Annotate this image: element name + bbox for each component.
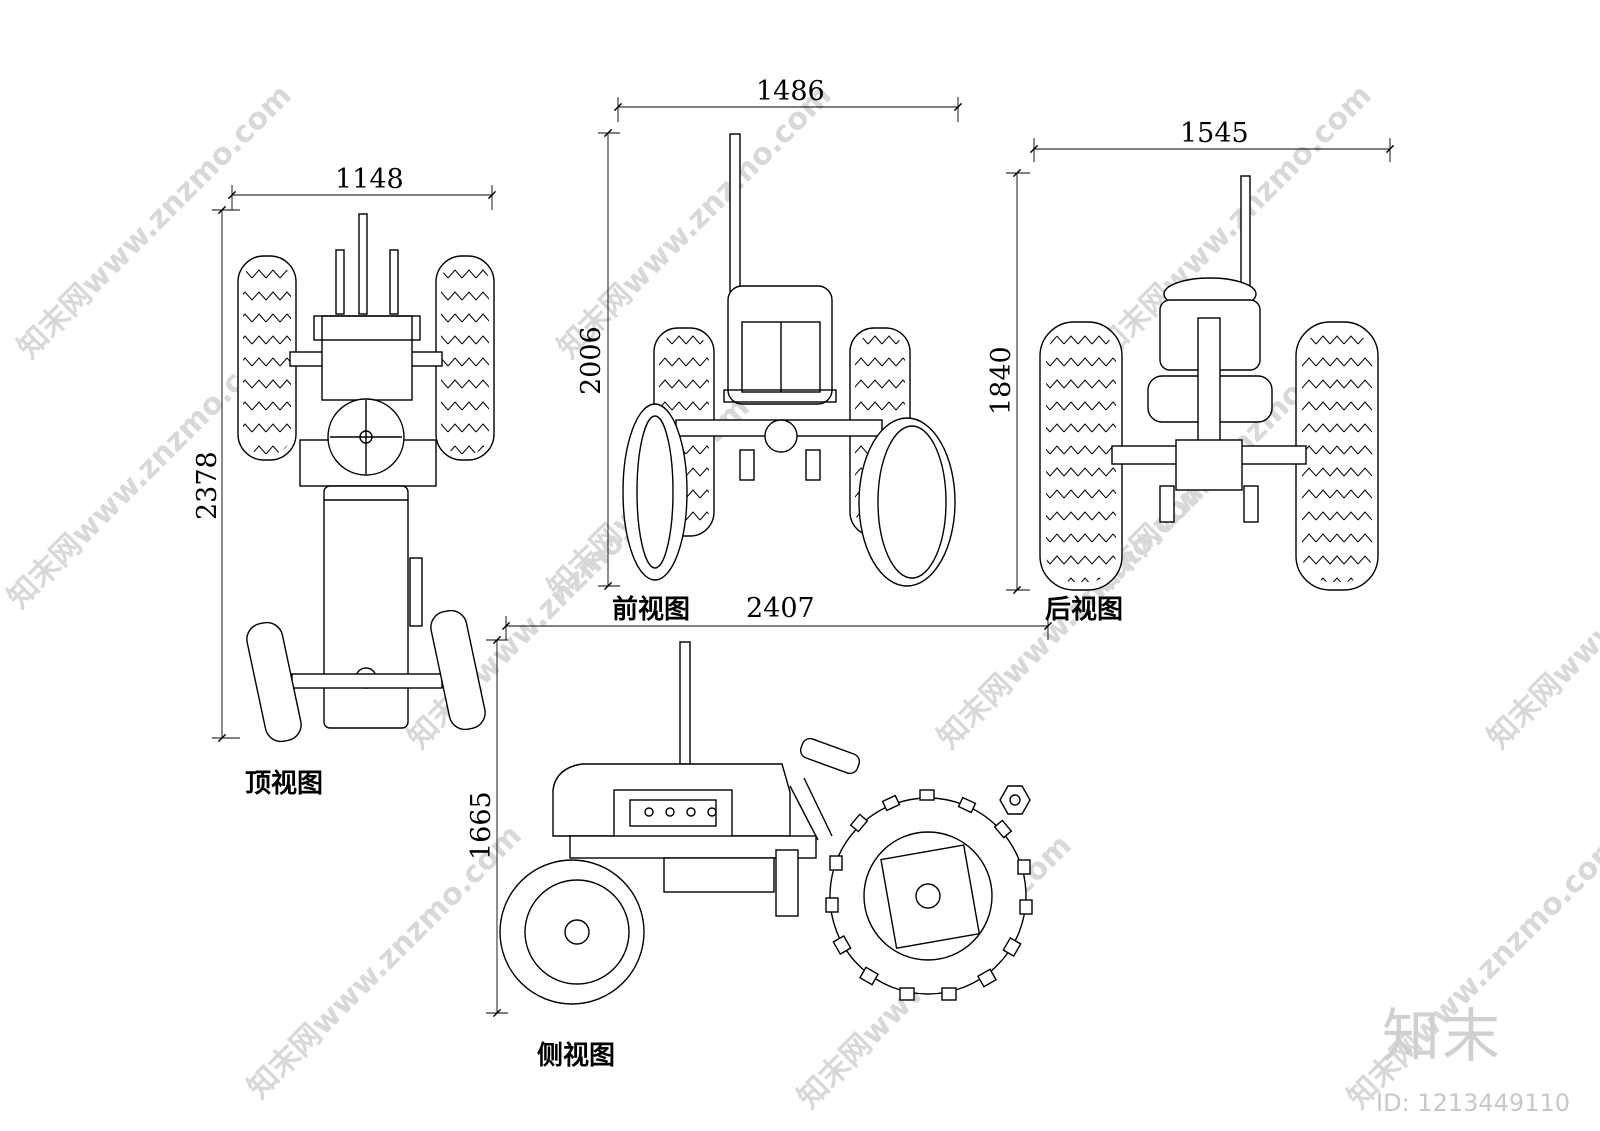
watermark-text: 知末网www.znzmo.com [241, 818, 529, 1106]
front-exhaust-pipe [729, 133, 741, 295]
side-height-dimension: 1665 [466, 791, 497, 860]
top-view-caption: 顶视图 [245, 769, 323, 799]
front-width-dimension: 1486 [756, 76, 825, 107]
side-hitch-nut [999, 785, 1031, 815]
side-front-wheel [499, 859, 645, 1005]
rear-view: 1545 1840 后视图 [986, 118, 1395, 625]
watermark-text: 知末网www.znzmo.com [1481, 468, 1600, 756]
side-length-dimension: 2407 [746, 593, 815, 624]
top-hood [323, 485, 409, 729]
front-view: 1486 2006 前视图 [576, 76, 963, 625]
top-width-dimension: 1148 [335, 164, 404, 195]
front-left-wheel [622, 403, 688, 581]
top-length-dimension: 2378 [192, 451, 223, 520]
brand-logo: 知末 [1381, 1002, 1502, 1070]
brand-id-label: ID: 1213449110 [1376, 1089, 1570, 1117]
side-exhaust-pipe [679, 641, 691, 765]
rear-width-dimension: 1545 [1180, 118, 1249, 149]
front-grille [727, 285, 833, 405]
top-seat-box [321, 315, 413, 401]
side-rear-tyre-lugs [825, 789, 1033, 1001]
top-front-right-wheel [430, 609, 486, 731]
side-view: 2407 1665 [466, 593, 1053, 1071]
side-view-caption: 侧视图 [537, 1041, 615, 1071]
rear-view-caption: 后视图 [1045, 595, 1123, 625]
rear-height-dimension: 1840 [986, 346, 1017, 415]
top-view: 1148 2378 顶视图 [192, 164, 497, 799]
front-view-caption: 前视图 [612, 594, 690, 625]
top-front-left-wheel [246, 621, 302, 743]
front-height-dimension: 2006 [576, 326, 607, 395]
front-right-wheel [858, 417, 956, 587]
